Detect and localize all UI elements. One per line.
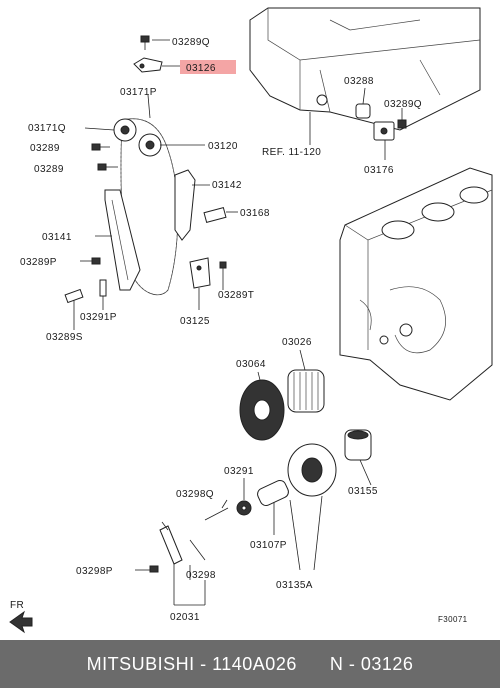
part-03155 [344,429,372,461]
part-03176 [373,121,395,141]
label-03289-b: 03289 [34,164,64,175]
bolt-03289q-right [397,119,407,129]
highlight-box [180,60,236,74]
label-03126: 03126 [186,63,216,74]
washer-03291 [236,500,252,516]
label-03155: 03155 [348,486,378,497]
label-03064: 03064 [236,359,266,370]
bush-03107p [257,479,289,507]
bracket-03298 [189,539,206,561]
label-03288: 03288 [344,76,374,87]
label-03176: 03176 [364,165,394,176]
label-03289q-right: 03289Q [384,99,422,110]
label-ref-11-120: REF. 11-120 [262,147,321,158]
label-03289s: 03289S [46,332,83,343]
label-03168: 03168 [240,208,270,219]
label-03141: 03141 [42,232,72,243]
figure-code: F30071 [438,615,468,624]
label-03135a: 03135A [276,580,313,591]
bolt-03289-b [97,163,118,171]
footer-spacer [297,654,330,675]
footer-brand: MITSUBISHI [86,653,195,674]
bolt-03289-a [91,143,110,151]
label-03289q-top: 03289Q [172,37,210,48]
pin-03298q [204,507,229,521]
bolt-03289q-top [140,35,170,50]
chain-guide-03142 [174,169,196,241]
label-03125: 03125 [180,316,210,327]
label-03298p: 03298P [76,566,113,577]
sprocket-03171q [113,118,137,142]
part-03288 [355,103,371,119]
label-03026: 03026 [282,337,312,348]
label-03289-a: 03289 [30,143,60,154]
sensor-02031 [159,521,183,565]
bolt-03289s [64,288,84,304]
leader-lines [73,87,403,606]
chain-guide-03141 [104,189,141,291]
gear-03026 [287,369,325,413]
part-03126 [133,57,180,73]
front-arrow-icon [9,610,33,634]
bolt-03289t [219,261,227,290]
bolt-03298p [149,565,159,573]
tensioner-03168 [203,206,238,224]
label-03107p: 03107P [250,540,287,551]
label-fr: FR [10,600,24,611]
cylinder-head-outline [249,7,481,131]
label-03171q: 03171Q [28,123,66,134]
part-03125 [189,257,211,289]
label-03298: 03298 [186,570,216,581]
label-02031: 02031 [170,612,200,623]
part-info-footer: MITSUBISHI - 1140A026 N - 03126 [0,640,500,688]
bolt-03289p [80,257,101,265]
footer-part-number: 1140A026 [212,653,297,674]
engine-block-outline [339,167,493,401]
label-03298q: 03298Q [176,489,214,500]
label-03289t: 03289T [218,290,254,301]
footer-separator: - [194,653,213,674]
footer-ref-number: N - 03126 [329,653,414,674]
part-03291p [99,279,107,297]
label-03142: 03142 [212,180,242,191]
label-03289p: 03289P [20,257,57,268]
exploded-parts-diagram: 03289Q 03126 03171P 03171Q 03120 03289 0… [9,7,493,634]
label-03291p: 03291P [80,312,117,323]
label-03291: 03291 [224,466,254,477]
label-03171p: 03171P [120,87,157,98]
label-03120: 03120 [208,141,238,152]
rotor-03064 [239,379,285,441]
crank-sprocket-03135a [287,443,337,497]
sprocket-03171p [138,133,162,157]
